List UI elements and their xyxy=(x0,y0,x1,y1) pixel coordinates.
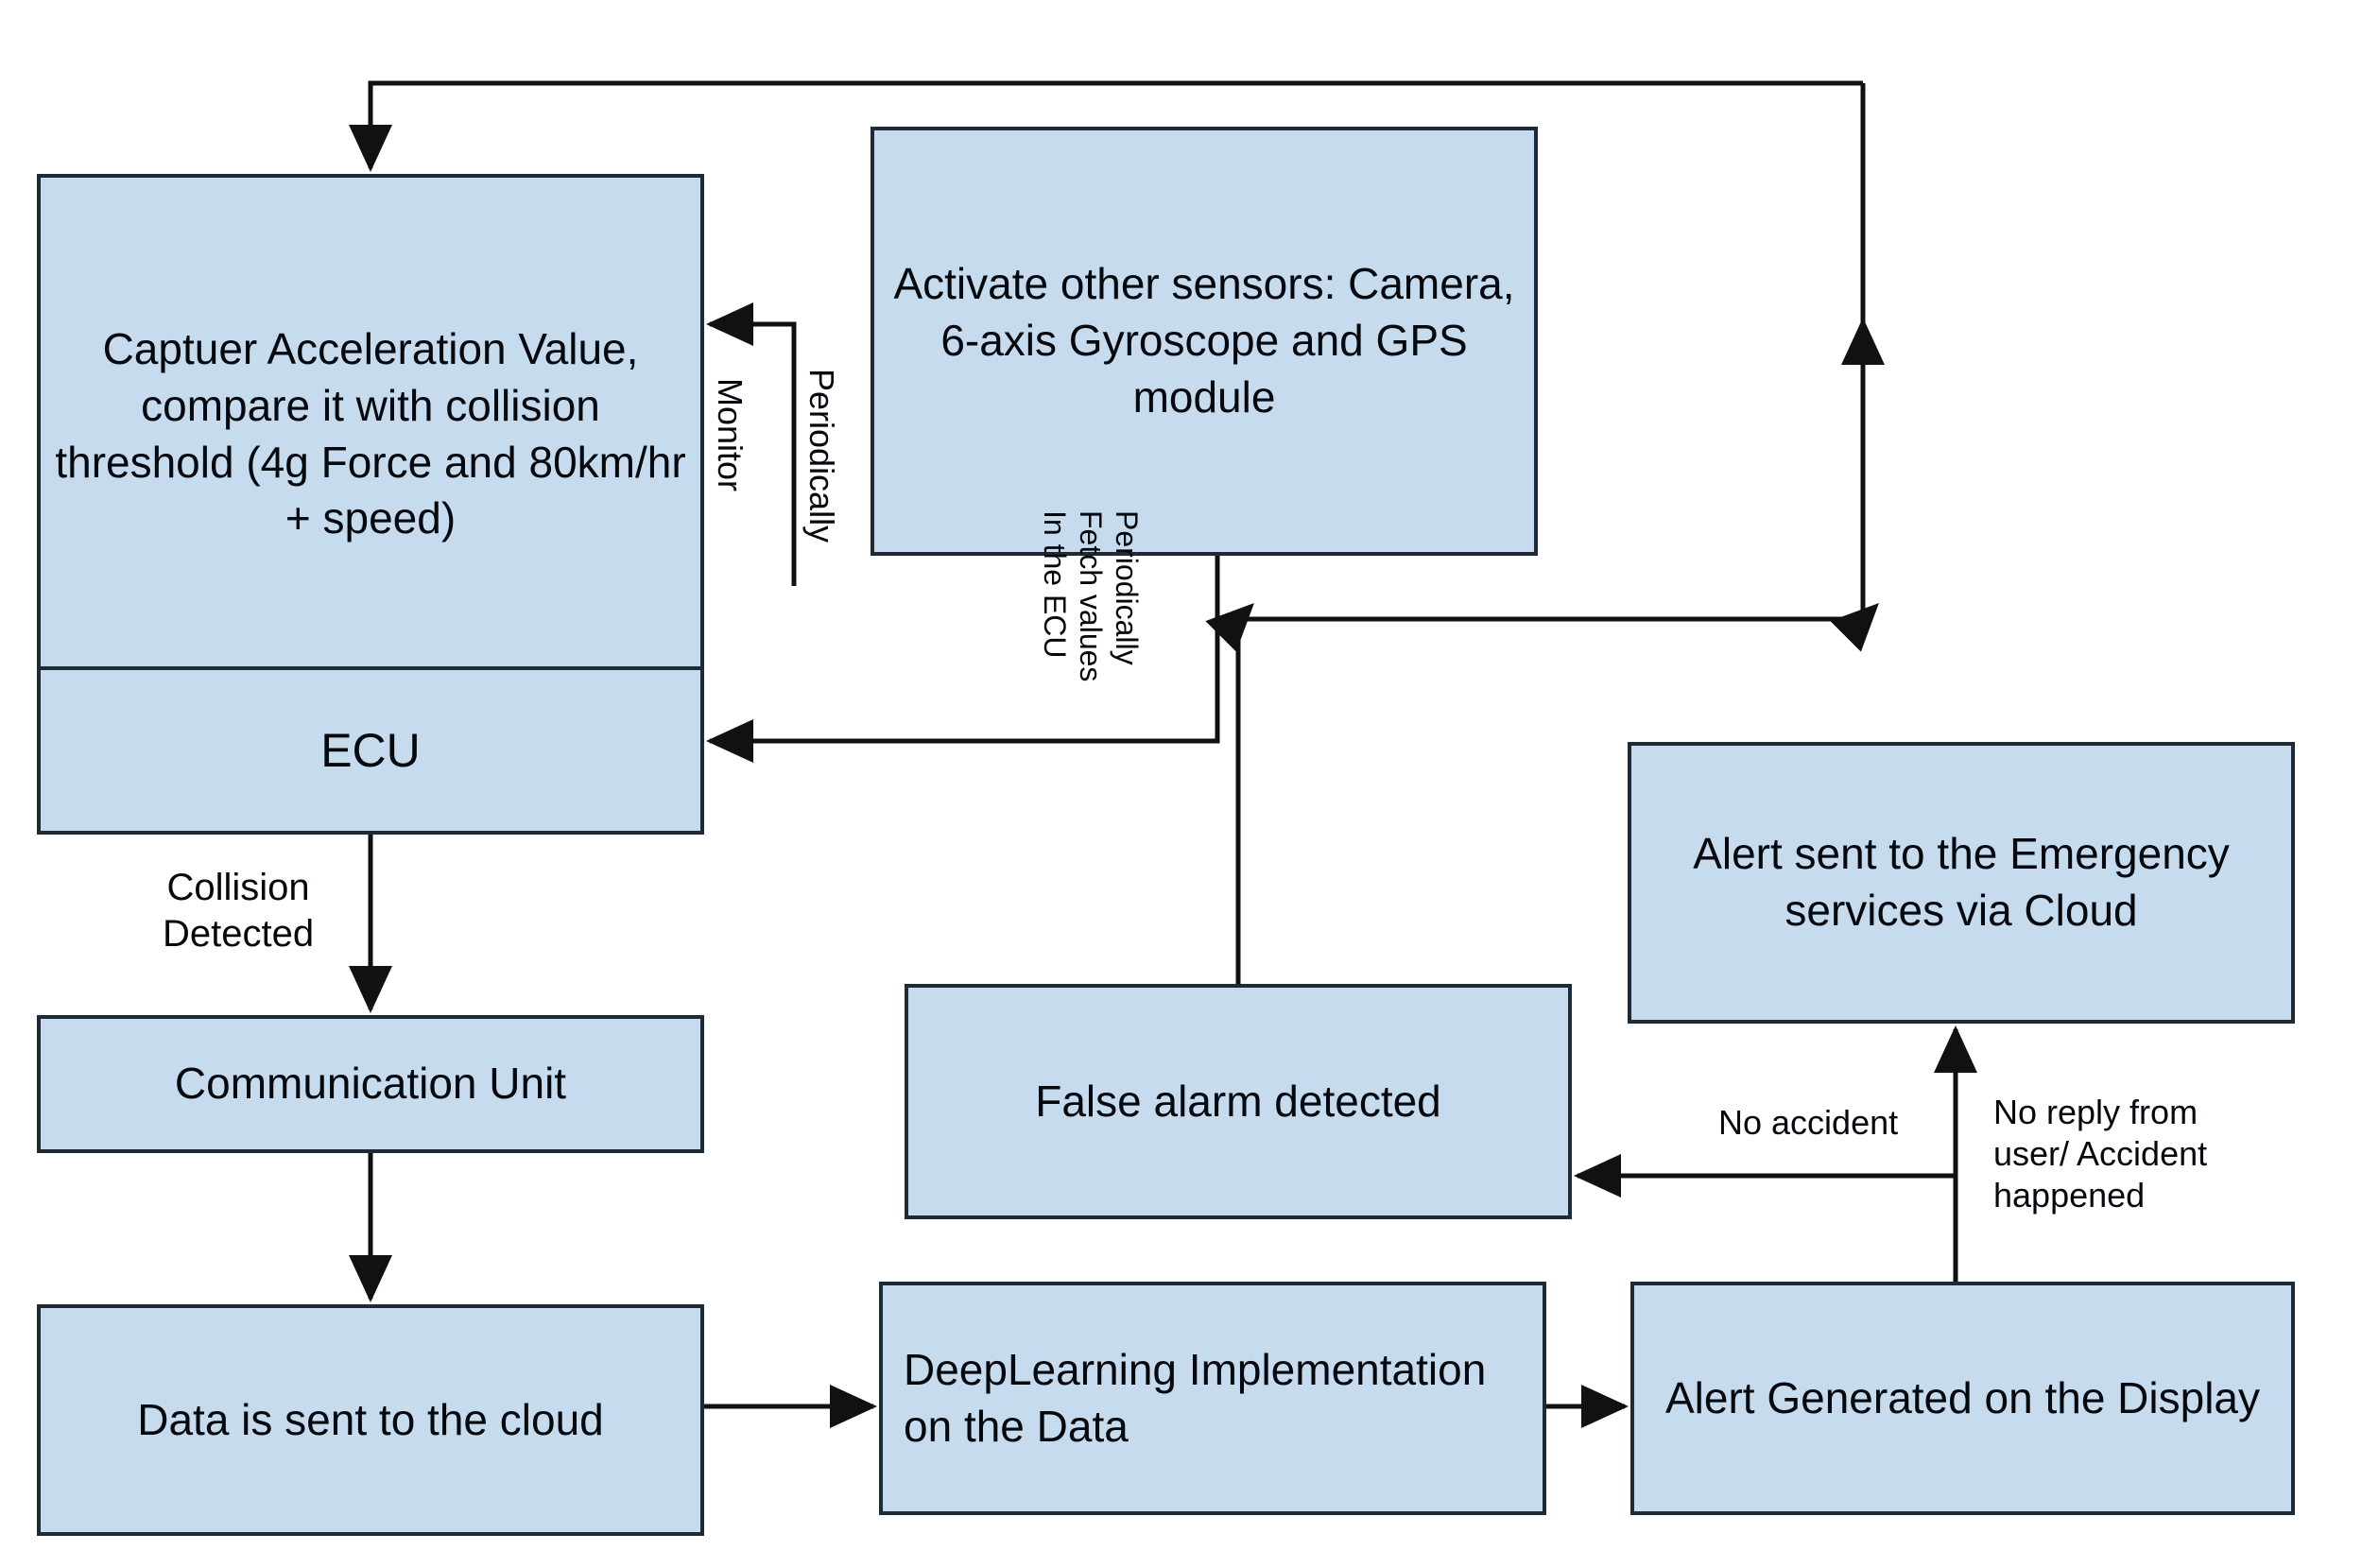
node-deep-learning-label: DeepLearning Implementation on the Data xyxy=(904,1344,1487,1451)
node-deep-learning[interactable]: DeepLearning Implementation on the Data xyxy=(879,1282,1546,1515)
node-data-sent-cloud[interactable]: Data is sent to the cloud xyxy=(37,1304,704,1536)
node-activate-sensors-label: Activate other sensors: Camera, 6-axis G… xyxy=(893,259,1515,422)
node-alert-generated-display[interactable]: Alert Generated on the Display xyxy=(1630,1282,2295,1515)
node-ecu[interactable]: ECU xyxy=(37,666,704,835)
node-alert-sent-cloud-label: Alert sent to the Emergency services via… xyxy=(1693,829,2230,935)
node-capture-acceleration[interactable]: Captuer Acceleration Value, compare it w… xyxy=(37,174,704,695)
node-data-sent-cloud-label: Data is sent to the cloud xyxy=(137,1394,604,1444)
edge-label-no-accident: No accident xyxy=(1718,1103,1899,1142)
edge-label-periodically: Periodically xyxy=(802,369,841,543)
node-alert-sent-cloud[interactable]: Alert sent to the Emergency services via… xyxy=(1628,742,2295,1024)
edge-label-no-reply: No reply from user/ Accident happened xyxy=(1993,1093,2208,1215)
node-false-alarm-label: False alarm detected xyxy=(1035,1076,1441,1126)
node-alert-generated-display-label: Alert Generated on the Display xyxy=(1664,1372,2261,1422)
node-activate-sensors[interactable]: Activate other sensors: Camera, 6-axis G… xyxy=(871,127,1538,556)
edge-label-collision-detected: Collision Detected xyxy=(163,867,315,955)
node-false-alarm[interactable]: False alarm detected xyxy=(905,984,1572,1219)
edge-label-periodically-fetch: Periodically Fetch values In the ECU xyxy=(1038,510,1145,682)
node-communication-unit[interactable]: Communication Unit xyxy=(37,1015,704,1153)
node-ecu-label: ECU xyxy=(320,723,421,777)
edge-label-monitor: Monitor xyxy=(711,378,750,492)
node-communication-unit-label: Communication Unit xyxy=(174,1059,567,1109)
node-capture-acceleration-label: Captuer Acceleration Value, compare it w… xyxy=(55,323,686,543)
